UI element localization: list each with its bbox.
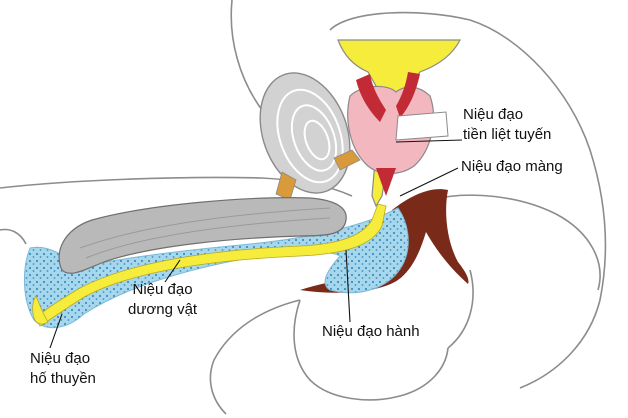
label-prostatic-urethra-line2: tiền liệt tuyến [463,126,552,143]
urethra-channel [35,203,387,327]
perineal-tissue [300,189,469,293]
label-membranous-urethra-line1: Niệu đạo màng [461,158,563,175]
leader-lines [49,139,463,349]
label-membranous-urethra: Niệu đạo màng [461,157,563,177]
leader-mang [399,167,459,197]
label-bulbar-urethra: Niệu đạo hành [322,322,420,342]
label-penile-urethra: Niệu đạo dương vật [128,280,197,320]
scrotum-contour [293,299,449,401]
label-penile-urethra-line1: Niệu đạo [132,281,193,298]
label-navicular-fossa-line1: Niệu đạo [30,350,91,367]
label-navicular-fossa-line2: hố thuyền [30,370,96,387]
label-bulbar-urethra-line1: Niệu đạo hành [322,323,420,340]
label-prostatic-urethra: Niệu đạo tiền liệt tuyến [463,105,551,145]
buttock-contour [329,11,607,389]
testis [259,72,351,194]
tip-contour [0,228,27,245]
corpus-spongiosum [23,207,409,329]
rectum-contour [429,194,601,291]
corpus-cavernosum [58,197,347,274]
label-navicular-fossa: Niệu đạo hố thuyền [30,349,96,389]
perineum-contour [447,269,474,349]
leader-hanh [345,249,351,323]
label-prostatic-urethra-line1: Niệu đạo [463,106,524,123]
glans-urethra [32,295,49,325]
thigh-contour [209,299,301,415]
leader-duong-vat [164,259,181,283]
leader-ho-thuyen [49,313,63,349]
label-penile-urethra-line2: dương vật [128,301,198,318]
leader-tien-liet-tuyen [395,139,463,143]
prostate [347,72,449,196]
